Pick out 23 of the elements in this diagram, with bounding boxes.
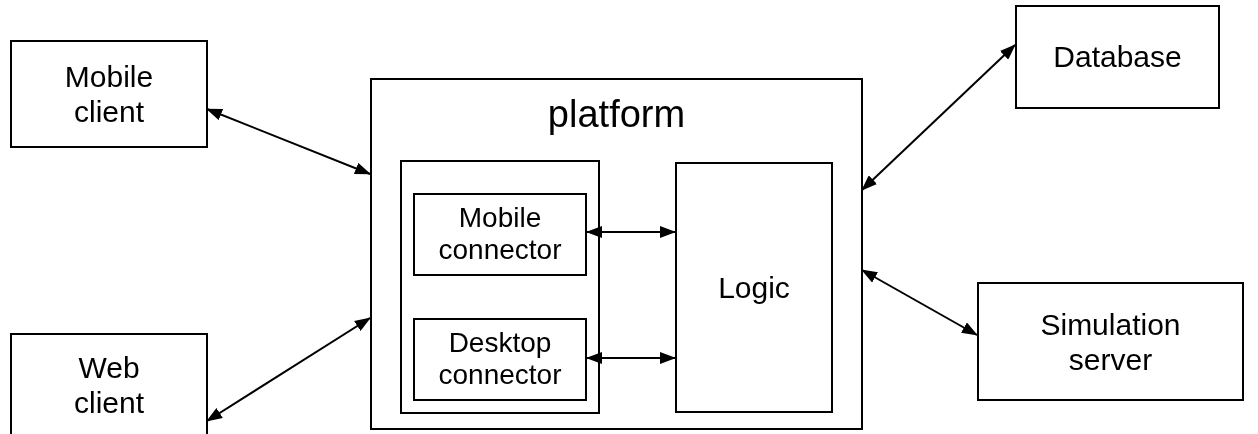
component-label: Desktop connector <box>437 326 563 393</box>
container-title: platform <box>546 92 687 137</box>
component-box <box>10 333 208 434</box>
double-arrow <box>586 352 676 364</box>
component-label: Web client <box>72 349 145 420</box>
double-arrow <box>586 226 676 238</box>
platform-container <box>370 78 863 430</box>
double-arrow <box>861 44 1016 191</box>
component-box <box>977 282 1244 401</box>
component-box <box>413 193 587 276</box>
component-label: Mobile client <box>63 58 155 130</box>
component-box <box>10 40 208 148</box>
component-box <box>675 162 833 413</box>
double-arrow <box>861 269 978 336</box>
double-arrow <box>206 108 371 175</box>
component-box <box>413 318 587 401</box>
component-label: Simulation server <box>1039 306 1182 377</box>
component-label: Mobile connector <box>437 201 563 268</box>
container-box <box>400 160 600 414</box>
component-box <box>1015 5 1220 109</box>
double-arrow <box>206 317 371 422</box>
component-label: Logic <box>717 269 791 306</box>
component-label: Database <box>1052 39 1183 75</box>
